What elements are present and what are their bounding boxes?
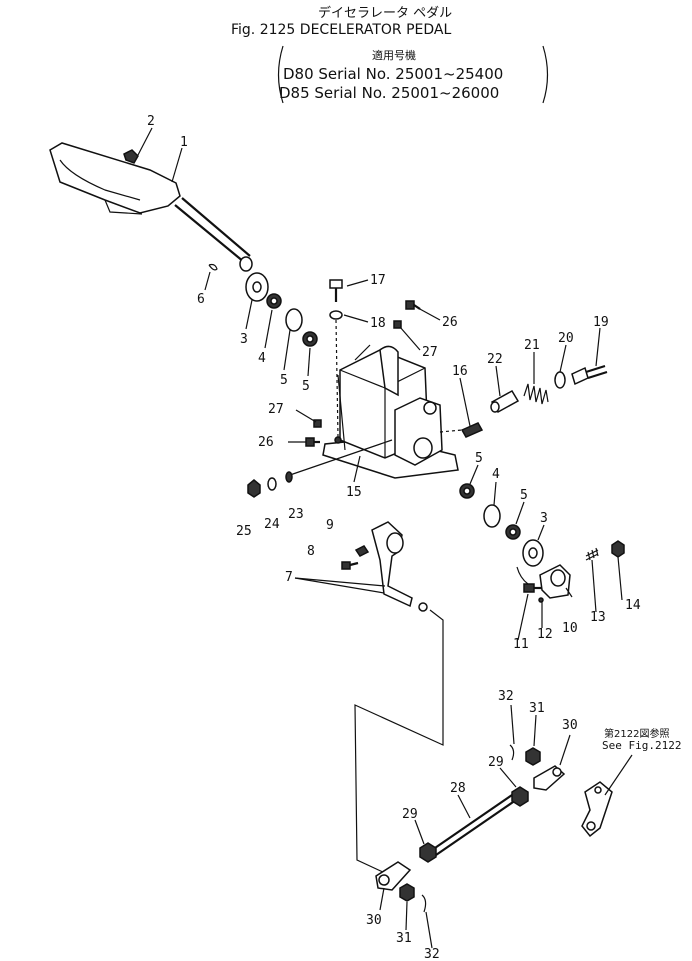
callout-21: 21 [524,338,540,353]
callout-5: 4 [258,351,266,366]
rod-end-30-upper [533,765,566,791]
callout-24: 24 [264,517,280,532]
callout-25: 25 [236,524,252,539]
bolt-11 [523,583,542,593]
bushing-4-lower [483,504,501,528]
callout-31-upper: 31 [529,701,545,716]
nipple-26-lower [305,437,320,447]
callout-30-lower: 30 [366,913,382,928]
nut-31-upper [525,747,541,766]
callout-30-upper: 30 [562,718,578,733]
callout-2: 2 [147,114,155,129]
washer-23 [285,471,293,483]
callout-7: 7 [285,570,293,585]
nipple-27-upper [393,320,402,329]
callout-15: 15 [346,485,362,500]
callout-22: 22 [487,352,503,367]
applicable-label: 適用号機 [372,48,416,62]
reference-lever [581,781,613,838]
washer-20 [554,371,566,389]
title-japanese: デイセラレータ ペダル [318,5,452,21]
callout-8: 8 [307,544,315,559]
callout-20: 20 [558,331,574,346]
callout-4: 5 [280,373,288,388]
lever-7 [371,521,428,612]
nut-14 [611,540,625,558]
washer-24 [267,477,277,491]
left-bracket [277,45,284,104]
lever-10 [539,564,571,599]
callout-3: 3 [240,332,248,347]
callout-17: 17 [370,273,386,288]
callout-6: 6 [197,292,205,307]
ring-6 [208,263,218,271]
callout-26-lower: 26 [258,435,274,450]
fitting-16 [460,422,484,438]
bolt-19 [571,364,608,386]
callout-27-lower: 27 [268,402,284,417]
serial-d80: D80 Serial No. 25001~25400 [283,65,503,83]
nut-31-lower [399,883,415,902]
callout-10: 10 [562,621,578,636]
screw-8 [341,561,359,570]
bushing-4-upper [285,308,303,332]
pedal-assembly [49,142,253,272]
linkage-path [354,609,444,874]
callout-5-lower-a: 5 [475,451,483,466]
callout-31-lower: 31 [396,931,412,946]
callout-18: 18 [370,316,386,331]
nut-29-upper [511,786,529,807]
leader-lines [137,127,623,949]
nipple-26-upper [405,300,421,310]
spring-21 [523,383,549,405]
bolt-17 [329,279,343,302]
callout-32-upper: 32 [498,689,514,704]
rod-end-30-lower [375,861,412,891]
callout-27-upper: 27 [422,345,438,360]
reference-label-jp: 第2122図参照 [604,727,669,740]
right-bracket [542,45,549,104]
callout-4-lower: 4 [492,467,500,482]
callout-28: 28 [450,781,466,796]
callout-9: 9 [326,518,334,533]
callout-1: 1 [180,135,188,150]
set-screw-13 [585,547,599,561]
pin-22 [490,389,520,414]
nipple-27-lower [313,419,322,428]
bracket-housing [322,344,459,479]
callout-29-upper: 29 [488,755,504,770]
rod-28 [431,794,513,851]
washer-12 [538,597,544,603]
callout-29-lower: 29 [402,807,418,822]
callout-23: 23 [288,507,304,522]
callout-13: 13 [590,610,606,625]
callout-26-upper: 26 [442,315,458,330]
callout-11: 11 [513,637,529,652]
nut-25 [247,479,261,498]
reference-label-en: See Fig.2122 [602,739,681,752]
pedal-bolt [123,149,139,164]
callout-5-mid: 5 [302,379,310,394]
callout-19: 19 [593,315,609,330]
nut-29-lower [419,842,437,863]
callout-32-lower: 32 [424,947,440,961]
callout-16: 16 [452,364,468,379]
callout-5-lower-b: 5 [520,488,528,503]
washer-18 [329,310,343,320]
callout-3-lower: 3 [540,511,548,526]
figure-title: Fig. 2125 DECELERATOR PEDAL [231,22,451,38]
callout-12: 12 [537,627,553,642]
screw-9 [354,545,370,557]
pin-32-lower [421,894,427,913]
callout-14: 14 [625,598,641,613]
serial-d85: D85 Serial No. 25001~26000 [279,84,499,102]
pin-32-upper [509,744,515,761]
